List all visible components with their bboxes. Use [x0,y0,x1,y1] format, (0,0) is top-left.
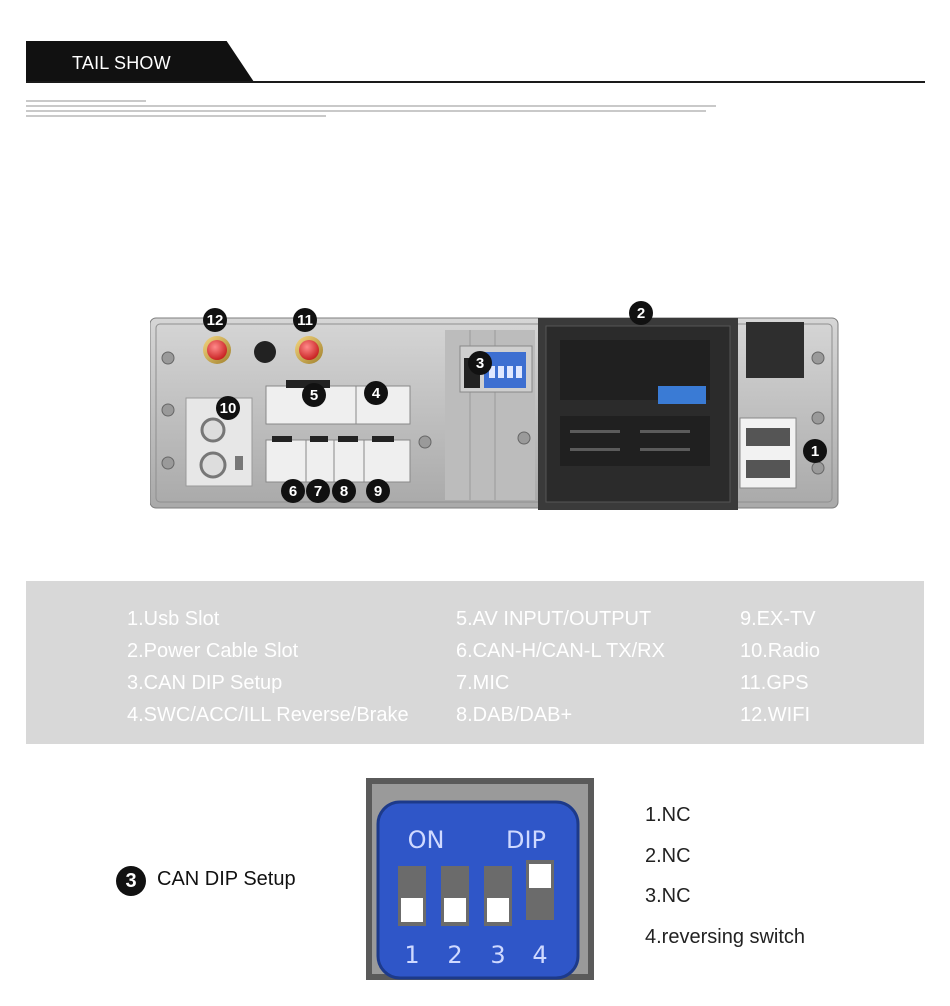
dip-function-item: 1.NC [645,804,691,826]
callout-2: 2 [629,301,653,325]
dip-switch-3 [487,898,509,922]
legend-item: 7.MIC [456,672,510,694]
legend-item: 5.AV INPUT/OUTPUT [456,608,652,630]
svg-text:8: 8 [340,483,348,500]
dip-switch-photo: ON DIP 1 2 3 4 [366,778,594,980]
legend-column-1: 1.Usb Slot 2.Power Cable Slot 3.CAN DIP … [127,603,409,731]
legend-item: 8.DAB/DAB+ [456,704,573,726]
legend-column-3: 9.EX-TV 10.Radio 11.GPS 12.WIFI [740,603,820,731]
svg-text:6: 6 [289,483,297,500]
legend-item: 11.GPS [740,672,809,694]
dip-number-3: 3 [490,941,505,969]
svg-text:4: 4 [372,385,381,402]
dip-function-list: 1.NC 2.NC 3.NC 4.reversing switch [645,798,805,960]
svg-text:1: 1 [811,443,819,460]
callout-12: 12 [203,308,227,332]
dip-function-item: 4.reversing switch [645,925,806,948]
svg-text:12: 12 [207,312,224,329]
callout-9: 9 [366,479,390,503]
dip-number-2: 2 [447,941,462,969]
callout-4: 4 [364,381,388,405]
legend-item: 6.CAN-H/CAN-L TX/RX [456,640,665,662]
svg-text:7: 7 [314,483,322,500]
callout-5: 5 [302,383,326,407]
dip-callout-badge: 3 [116,866,146,896]
fine-print-lines [26,100,726,120]
callout-6: 6 [281,479,305,503]
dip-dip-label: DIP [506,826,546,854]
dip-number-1: 1 [404,941,419,969]
callout-7: 7 [306,479,330,503]
callout-10: 10 [216,396,240,420]
page-title: TAIL SHOW [72,53,171,73]
callout-3: 3 [468,351,492,375]
dip-on-label: ON [408,826,445,854]
svg-text:5: 5 [310,387,318,404]
legend-item: 10.Radio [740,640,821,662]
legend-column-2: 5.AV INPUT/OUTPUT 6.CAN-H/CAN-L TX/RX 7.… [456,603,665,731]
legend-item: 4.SWC/ACC/ILL Reverse/Brake [127,704,409,726]
header-divider [26,81,925,83]
legend-item: 3.CAN DIP Setup [127,672,283,694]
dip-switch-1 [401,898,423,922]
callout-8: 8 [332,479,356,503]
legend-item: 9.EX-TV [740,608,816,630]
callout-11: 11 [293,308,317,332]
svg-text:10: 10 [220,400,237,417]
dip-switch-4 [529,864,551,888]
dip-switch-2 [444,898,466,922]
dip-function-item: 2.NC [645,844,691,867]
legend-item: 12.WIFI [740,704,811,726]
dip-function-item: 3.NC [645,885,691,907]
header-tab [26,41,254,82]
callout-1: 1 [803,439,827,463]
svg-text:3: 3 [476,355,484,372]
device-rear-panel-illustration: 12 11 2 3 5 4 10 1 6 7 8 9 [150,301,839,510]
svg-text:9: 9 [374,483,382,500]
legend-item: 2.Power Cable Slot [127,640,299,662]
dip-section-title: CAN DIP Setup [157,868,296,890]
legend-item: 1.Usb Slot [127,608,220,630]
dip-number-4: 4 [532,941,547,969]
port-legend-panel: 1.Usb Slot 2.Power Cable Slot 3.CAN DIP … [26,581,924,744]
svg-text:11: 11 [297,312,313,329]
svg-text:2: 2 [637,305,645,322]
